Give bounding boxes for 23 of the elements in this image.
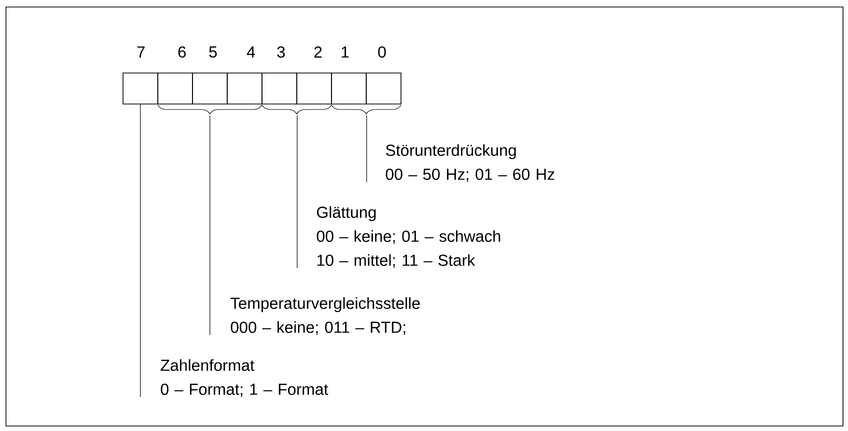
bit-number: 2 xyxy=(314,46,322,58)
bit-cell xyxy=(226,72,262,104)
bit-number: 7 xyxy=(137,46,145,58)
bit-number: 0 xyxy=(378,46,386,58)
bit-cell xyxy=(296,72,332,104)
bit-number: 5 xyxy=(209,46,217,58)
leader-line xyxy=(140,104,141,398)
bit-number: 6 xyxy=(178,46,186,58)
annotation-text: Glättung 00 – keine; 01 – schwach 10 – mittel; 11 – Stark xyxy=(316,206,500,268)
bit-cell xyxy=(122,72,158,104)
annotation-text: Störunterdrückung 00 – 50 Hz; 01 – 60 Hz xyxy=(386,144,554,182)
bit-cell xyxy=(157,72,193,104)
annotation-text: Temperaturvergleichsstelle 000 – keine; 011 – RTD; xyxy=(230,297,420,335)
bit-number: 4 xyxy=(246,46,255,58)
leader-line xyxy=(296,115,298,268)
bit-cell xyxy=(192,72,228,104)
annotation-text: Zahlenformat 0 – Format; 1 – Format xyxy=(160,359,328,397)
bit-number: 1 xyxy=(342,46,349,58)
bit-number: 3 xyxy=(277,46,285,58)
bit-cell xyxy=(366,72,402,104)
bit-cell xyxy=(262,72,298,104)
bit-cell xyxy=(331,72,367,104)
leader-line xyxy=(366,115,367,182)
